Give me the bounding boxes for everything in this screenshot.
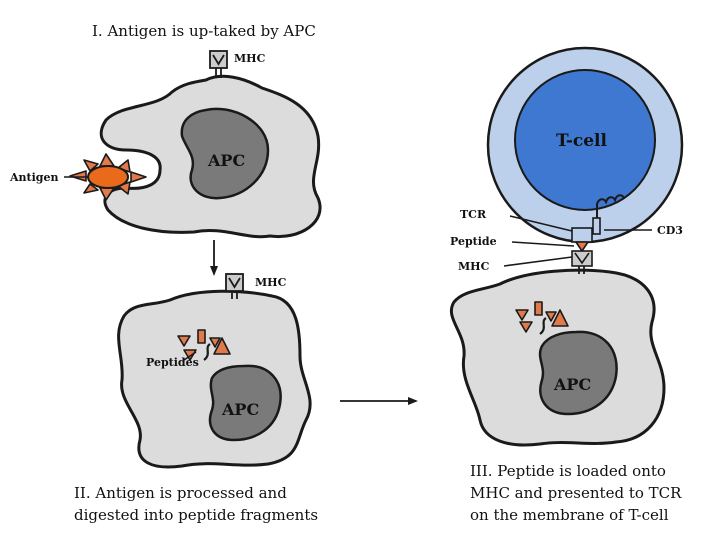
apc-label-step2: APC — [221, 400, 259, 419]
step2-caption-line2: digested into peptide fragments — [74, 506, 319, 524]
tcr-peptide-mhc-complex — [571, 227, 593, 274]
antigen-label: Antigen — [9, 171, 58, 184]
mhc-label-step3: MHC — [458, 260, 490, 273]
step2-caption-line1: II. Antigen is processed and — [74, 484, 287, 502]
step3-caption-line1: III. Peptide is loaded onto — [470, 462, 666, 480]
apc-nucleus-step1 — [180, 107, 270, 200]
step3-caption-line3: on the membrane of T-cell — [470, 506, 669, 524]
step3-caption-line2: MHC and presented to TCR — [470, 484, 682, 502]
peptide-fragments-step2 — [177, 329, 231, 361]
antigen-particle — [69, 153, 147, 201]
presented-peptide — [575, 241, 589, 252]
mhc-receptor-step1 — [209, 50, 228, 78]
t-cell-label: T-cell — [556, 131, 608, 151]
apc-nucleus-step3 — [538, 330, 618, 416]
mhc-label-step2: MHC — [255, 276, 287, 289]
apc-label-step3: APC — [553, 375, 591, 394]
t-cell-nucleus — [514, 69, 656, 211]
mhc-label-step1: MHC — [234, 52, 266, 65]
step2-group: APC MHC Peptides — [117, 273, 312, 469]
apc-label-step1: APC — [207, 151, 245, 170]
cd3-label: CD3 — [657, 224, 683, 237]
mhc-receptor-step2 — [225, 273, 244, 299]
peptide-fragments-step3 — [515, 301, 569, 335]
tcr-label: TCR — [460, 208, 487, 221]
step1-caption: I. Antigen is up-taked by APC — [92, 22, 316, 40]
step1-group: APC MHC Antigen — [9, 50, 322, 239]
cd3-receptor — [592, 194, 625, 235]
tcr-receptor — [571, 227, 593, 243]
apc-nucleus-step2 — [208, 364, 282, 442]
step3-group: T-cell APC TCR Peptide MHC CD3 — [449, 46, 684, 447]
peptides-label: Peptides — [146, 356, 199, 369]
peptide-label: Peptide — [450, 235, 497, 248]
